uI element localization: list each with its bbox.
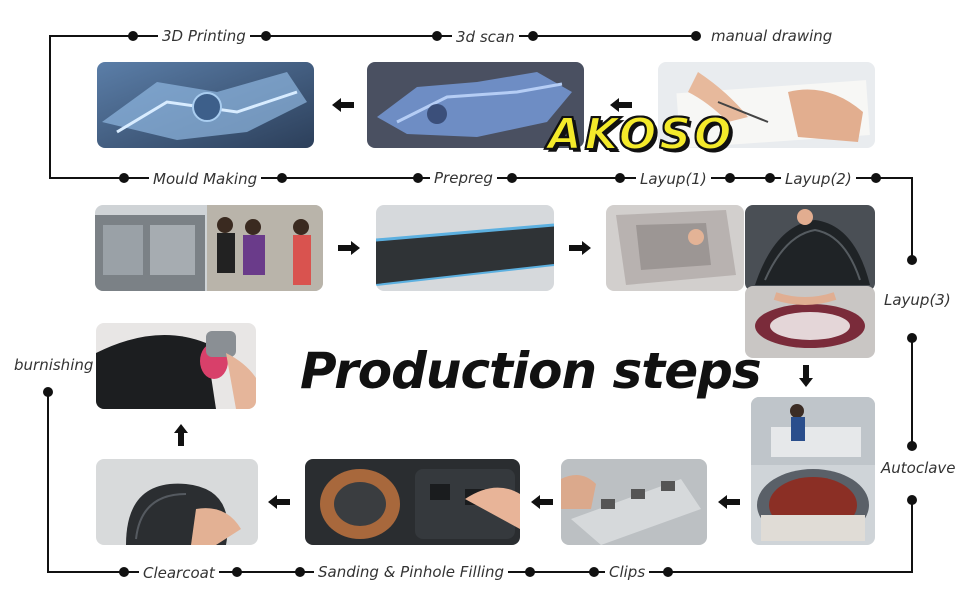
- photo-autoclave: [751, 397, 875, 545]
- arrow-left-icon: [610, 98, 632, 112]
- step-label-clips: Clips: [605, 563, 650, 581]
- step-label-layup-1: Layup(1): [636, 170, 711, 188]
- step-label-3d-printing: 3D Printing: [158, 27, 250, 45]
- photo-layup-3: [745, 286, 875, 358]
- step-label-manual-drawing: manual drawing: [707, 27, 837, 45]
- photo-mould-making: [95, 205, 323, 291]
- photo-sanding: [305, 459, 520, 545]
- step-label-mould-making: Mould Making: [149, 170, 262, 188]
- arrow-up-icon: [174, 424, 188, 446]
- arrow-left-icon: [531, 495, 553, 509]
- arrow-down-icon: [799, 365, 813, 387]
- page-title: Production steps: [300, 342, 762, 400]
- step-label-sanding: Sanding & Pinhole Filling: [314, 563, 509, 581]
- arrow-right-icon: [338, 241, 360, 255]
- step-label-prepreg: Prepreg: [430, 169, 497, 187]
- step-label-layup-3: Layup(3): [880, 291, 955, 309]
- photo-3d-scan: [367, 62, 584, 148]
- photo-clips: [561, 459, 707, 545]
- photo-layup-1: [606, 205, 744, 291]
- arrow-left-icon: [332, 98, 354, 112]
- arrow-left-icon: [268, 495, 290, 509]
- brand-logo: AKOSO: [547, 108, 735, 161]
- photo-layup-2: [745, 205, 875, 291]
- photo-burnishing: [96, 323, 256, 409]
- photo-3d-printing: [97, 62, 314, 148]
- step-label-autoclave: Autoclave: [877, 459, 960, 477]
- step-label-layup-2: Layup(2): [781, 170, 856, 188]
- photo-manual-drawing: [658, 62, 875, 148]
- step-label-3d-scan: 3d scan: [452, 28, 519, 46]
- step-label-clearcoat: Clearcoat: [139, 564, 219, 582]
- step-label-burnishing: burnishing: [14, 356, 94, 374]
- arrow-left-icon: [718, 495, 740, 509]
- photo-clearcoat: [96, 459, 258, 545]
- photo-prepreg: [376, 205, 554, 291]
- arrow-right-icon: [569, 241, 591, 255]
